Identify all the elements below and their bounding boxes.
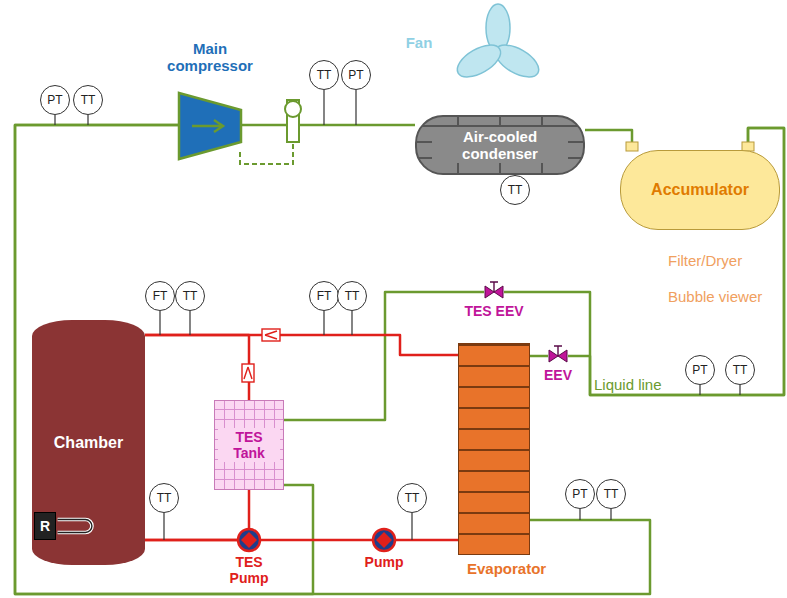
node-label: TT (345, 289, 360, 303)
pump-shape (372, 528, 396, 552)
sensor-circle: PT (565, 479, 595, 509)
sensor-circle: TT (725, 355, 755, 385)
sensor-circle: PT (685, 355, 715, 385)
pipe-connector (145, 335, 458, 355)
pipe-connector (145, 335, 249, 400)
pump-symbol: TES Pump (237, 528, 261, 552)
fan: Fan (458, 0, 538, 100)
sensor-circle: TT (397, 483, 427, 513)
node-label: Accumulator (651, 181, 749, 199)
accumulator: Accumulator (620, 150, 780, 230)
evaporator: Evaporator (458, 343, 530, 555)
node-heading: Fan (394, 34, 444, 51)
compressor: Main compressor (178, 92, 242, 160)
node-label: PT (348, 68, 363, 82)
sensor-circle: TT (309, 60, 339, 90)
pipe-connector (248, 490, 251, 528)
sensor-circle: TT (596, 479, 626, 509)
node-heading: Main compressor (148, 40, 272, 74)
sensor-circle: PT (40, 85, 70, 115)
res-shape (56, 513, 100, 539)
part-label: Bubble viewer (668, 288, 762, 305)
pipe-connector (15, 125, 313, 594)
oil-return-line (240, 142, 293, 164)
chamber: ChamberR (32, 320, 145, 565)
pipe-connector (242, 124, 415, 127)
sensor-circle: TT (337, 281, 367, 311)
expansion-valve: TES EEV (484, 285, 504, 299)
expansion-valve: EEV (548, 349, 568, 363)
node-label: TT (317, 68, 332, 82)
node-label: TT (81, 93, 96, 107)
check-valves (242, 329, 280, 382)
sensor-circle: TT (73, 85, 103, 115)
condenser: Air-cooled condenser (415, 115, 585, 175)
part-label: Liquid line (594, 376, 662, 393)
tes-tank: TES Tank (214, 400, 284, 490)
node-label: FT (317, 289, 332, 303)
resistor-symbol: R (34, 512, 56, 540)
valve-shape (484, 285, 504, 299)
node-heading: Pump (358, 554, 410, 570)
sensor-circle: TT (500, 175, 530, 205)
node-heading: EEV (538, 367, 578, 383)
node-label: PT (692, 363, 707, 377)
valve-shape (548, 349, 568, 363)
pipe-connector (568, 128, 784, 395)
node-label: TT (183, 289, 198, 303)
part-label: Filter/Dryer (668, 252, 742, 269)
sensor-circle: TT (149, 483, 179, 513)
node-label: PT (572, 487, 587, 501)
node-label: TT (733, 363, 748, 377)
pump-symbol: Pump (372, 528, 396, 552)
pipe-connector (15, 125, 650, 594)
node-label: TES Tank (218, 428, 280, 462)
pipe-connector (530, 355, 548, 358)
node-label: Chamber (54, 434, 123, 452)
pipe-connector (396, 539, 458, 542)
node-label: TT (508, 183, 523, 197)
pump-shape (237, 528, 261, 552)
node-label: Air-cooled condenser (432, 127, 568, 163)
comp-shape (178, 92, 242, 160)
node-label: R (40, 518, 50, 534)
node-heading: TES EEV (454, 303, 534, 319)
node-label: TT (405, 491, 420, 505)
node-label: TT (157, 491, 172, 505)
node-label: TT (604, 487, 619, 501)
fan-shape (458, 0, 538, 100)
sensor-circle: TT (175, 281, 205, 311)
pipe-connector (585, 130, 632, 150)
node-heading: Evaporator (467, 560, 577, 577)
sensor-circle: PT (341, 60, 371, 90)
sensor-circle: FT (145, 281, 175, 311)
oil-separator (240, 100, 301, 164)
node-label: PT (47, 93, 62, 107)
node-label: FT (153, 289, 168, 303)
sensor-circle: FT (309, 281, 339, 311)
node-heading: TES Pump (221, 554, 277, 586)
